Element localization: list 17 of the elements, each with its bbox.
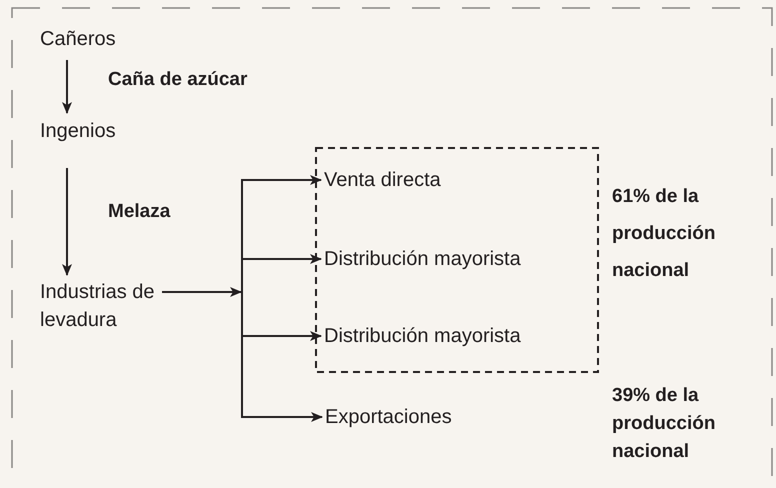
share-note: 39% de la producción nacional [612,384,716,464]
node-label: Distribución mayorista [324,247,522,272]
arrow [62,60,72,114]
arrow [162,287,242,297]
group-dashed-frame [316,148,598,372]
node-label: Distribución mayorista [324,324,522,349]
node-label: Exportaciones [325,405,453,430]
arrow [241,292,323,422]
edge-label: Melaza [108,200,170,224]
edge-label: Caña de azúcar [108,68,248,92]
node-label: Cañeros [40,27,117,52]
share-note: 61% de la producción nacional [612,185,716,283]
node-label: Venta directa [324,168,442,193]
node-label: Industrias de levadura [40,280,156,333]
node-label: Ingenios [40,119,117,144]
arrow [241,254,322,292]
arrow [62,168,72,276]
